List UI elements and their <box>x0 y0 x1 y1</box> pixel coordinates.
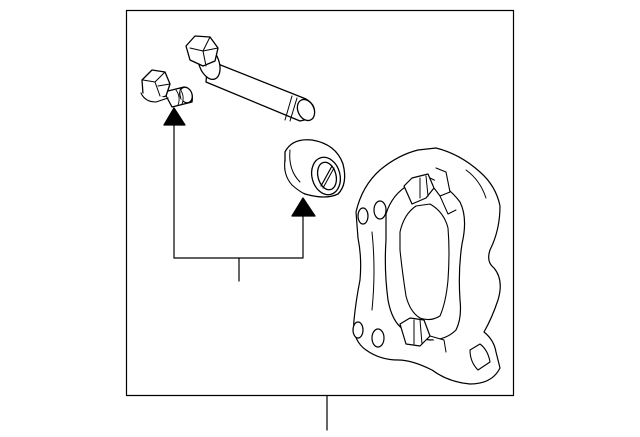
arrow-up-icon <box>163 107 186 126</box>
rubber-bushing-icon <box>284 139 346 198</box>
caliper-bracket-icon <box>352 147 501 385</box>
arrow-up-icon <box>291 197 316 217</box>
callout-bracket <box>163 107 316 282</box>
diagram-frame <box>125 9 515 397</box>
guide-pin-icon <box>185 35 316 122</box>
hex-bolt-icon <box>140 69 193 108</box>
